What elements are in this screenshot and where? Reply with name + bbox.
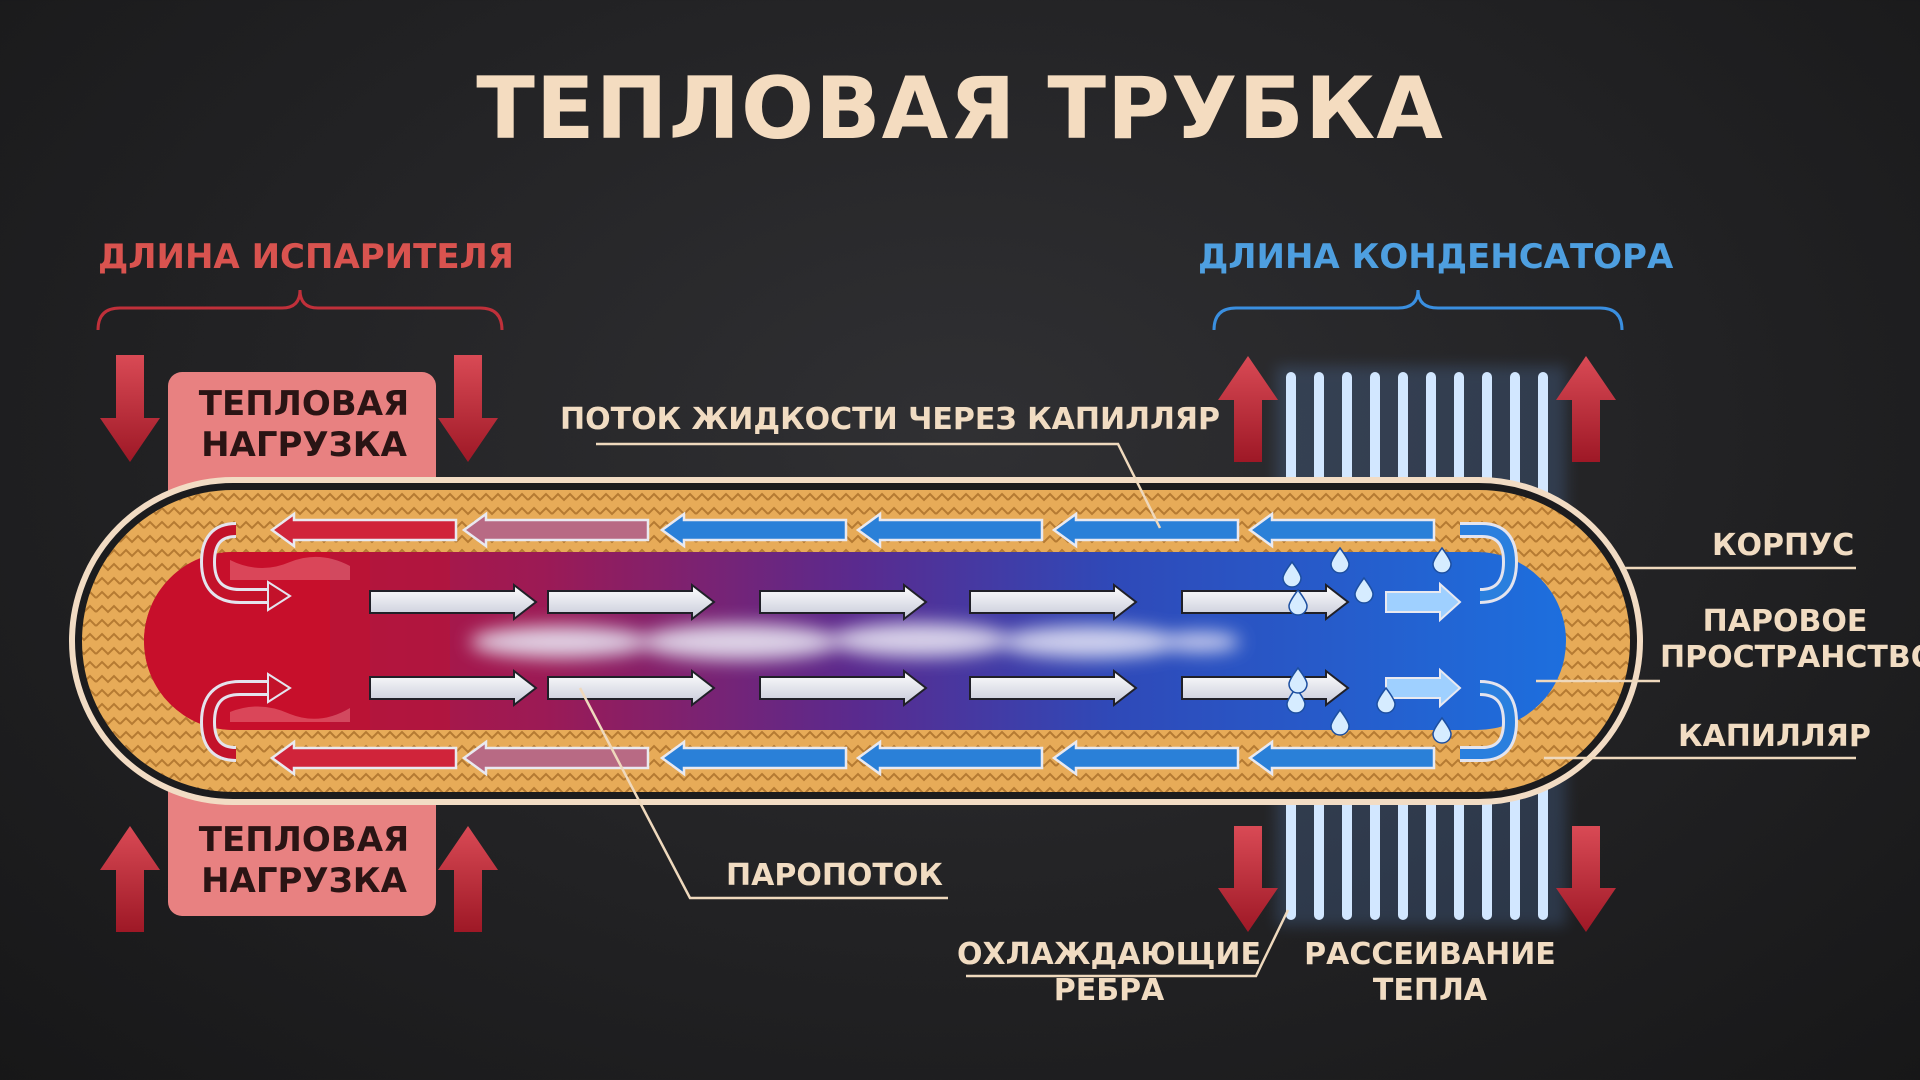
- vapor-space-label: ПАРОВОЕ ПРОСТРАНСТВО: [1660, 604, 1920, 675]
- condensate-droplets: [1282, 546, 1452, 744]
- droplet-icon: [1432, 716, 1452, 744]
- vapor-flow-arrow: [1181, 582, 1350, 622]
- page-title: ТЕПЛОВАЯ ТРУБКА: [476, 59, 1444, 159]
- liquid-flow-arrow: [659, 511, 848, 549]
- return-arrows: [199, 522, 1519, 762]
- liquid-flow-arrow: [269, 739, 458, 777]
- heat-load-label-bottom: ТЕПЛОВАЯ НАГРУЗКА: [198, 820, 410, 902]
- evaporator-length-label: ДЛИНА ИСПАРИТЕЛЯ: [98, 237, 514, 277]
- vapor-flow-arrow: [969, 668, 1138, 708]
- condensate-arrow: [1385, 581, 1462, 623]
- down-arrow-icon: [438, 355, 498, 462]
- vapor-flow-arrow: [759, 582, 928, 622]
- droplet-icon: [1432, 546, 1452, 574]
- droplet-icon: [1354, 576, 1374, 604]
- heat-arrows-evaporator: [100, 355, 498, 932]
- leader-liquid-flow: [596, 442, 1162, 529]
- wick-label: КАПИЛЛЯР: [1678, 719, 1871, 754]
- down-arrow-icon: [100, 355, 160, 462]
- up-arrow-icon: [438, 826, 498, 932]
- heat-load-box-bottom: [168, 778, 436, 916]
- condenser-length-label: ДЛИНА КОНДЕНСАТОРА: [1198, 237, 1674, 277]
- liquid-flow-arrow: [269, 511, 458, 549]
- liquid-flow-arrow: [855, 739, 1044, 777]
- liquid-flow-label: ПОТОК ЖИДКОСТИ ЧЕРЕЗ КАПИЛЛЯР: [560, 402, 1220, 437]
- vapor-flow-arrow: [369, 668, 538, 708]
- liquid-flow-arrow: [855, 511, 1044, 549]
- up-arrow-icon: [1218, 356, 1278, 462]
- liquid-flow-arrow: [1247, 511, 1436, 549]
- liquid-flow-arrow: [461, 511, 650, 549]
- liquid-flow-arrow: [1247, 739, 1436, 777]
- condensate-arrow: [1385, 667, 1462, 709]
- liquid-flow-arrow: [1051, 511, 1240, 549]
- droplet-icon: [1286, 686, 1306, 714]
- droplet-icon: [1288, 666, 1308, 694]
- vapor-flow-arrow: [969, 582, 1138, 622]
- leader-vapor-flow: [578, 687, 948, 900]
- leader-cooling-fins: [966, 909, 1290, 978]
- droplet-icon: [1376, 686, 1396, 714]
- droplet-icon: [1330, 708, 1350, 736]
- casing-label: КОРПУС: [1712, 528, 1855, 563]
- liquid-flow-arrow: [461, 739, 650, 777]
- heat-load-label-top: ТЕПЛОВАЯ НАГРУЗКА: [198, 384, 410, 466]
- down-arrow-icon: [1556, 826, 1616, 932]
- vapor-cloud: [470, 623, 1240, 660]
- vapor-flow-label: ПАРОПОТОК: [726, 858, 943, 893]
- vapor-flow-arrow: [759, 668, 928, 708]
- liquid-flow-arrow: [659, 739, 848, 777]
- vapor-flow-arrow: [547, 668, 716, 708]
- vapor-flow-arrow: [369, 582, 538, 622]
- down-arrow-icon: [1218, 826, 1278, 932]
- droplet-icon: [1282, 560, 1302, 588]
- leader-lines: [578, 442, 1856, 978]
- droplet-icon: [1288, 588, 1308, 616]
- up-arrow-icon: [1556, 356, 1616, 462]
- up-arrow-icon: [100, 826, 160, 932]
- liquid-flow-arrow: [1051, 739, 1240, 777]
- flow-arrows: [269, 511, 1462, 777]
- heat-arrows-condenser: [1218, 356, 1616, 932]
- condenser-bracket: [1212, 289, 1624, 331]
- cooling-fins-label: ОХЛАЖДАЮЩИЕ РЕБРА: [956, 937, 1261, 1008]
- droplet-icon: [1330, 546, 1350, 574]
- vapor-flow-arrow: [1181, 668, 1350, 708]
- heat-dissipation-label: РАССЕИВАНИЕ ТЕПЛА: [1304, 937, 1556, 1008]
- evaporator-bracket: [96, 289, 504, 331]
- vapor-flow-arrow: [547, 582, 716, 622]
